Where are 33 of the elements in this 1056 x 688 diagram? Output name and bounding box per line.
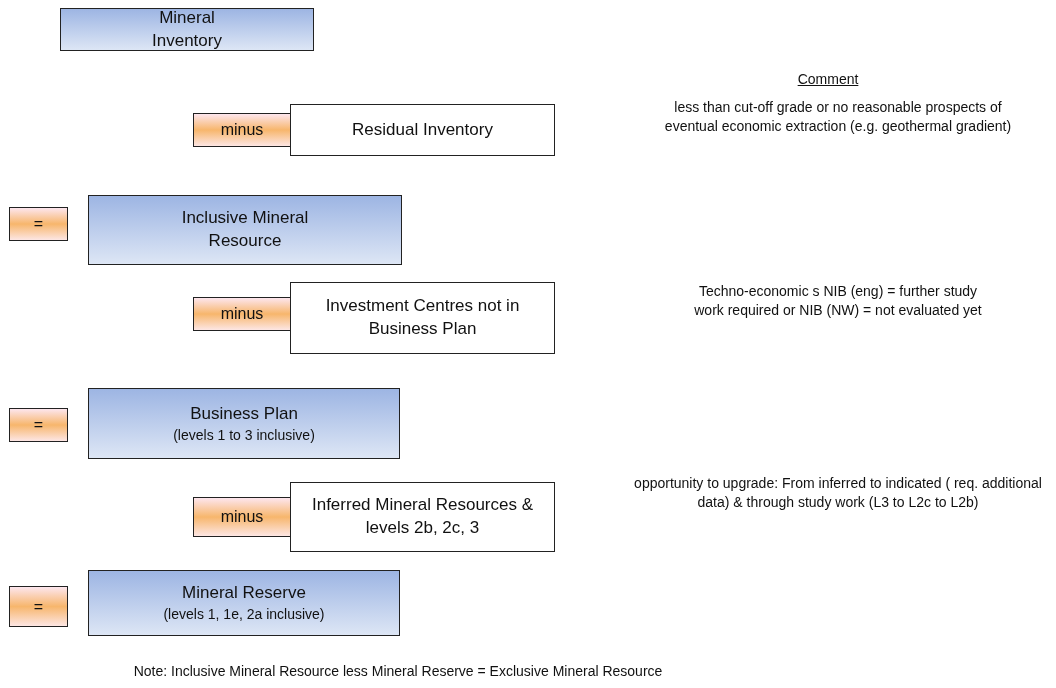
operator-box <box>193 497 291 537</box>
box-text: Investment Centres not in Business Plan <box>324 295 521 340</box>
box-text: Inclusive Mineral Resource <box>180 207 310 252</box>
process-box <box>88 570 400 636</box>
comment-text: less than cut-off grade or no reasonable prospects of eventual economic extraction (e.g. geothermal gradient) <box>663 98 1013 136</box>
operator-box <box>193 297 291 331</box>
comment-text: Techno-economic s NIB (eng) = further study work required or NIB (NW) = not evaluated yet <box>693 282 983 320</box>
box-subtext: (levels 1 to 3 inclusive) <box>173 425 315 445</box>
process-box <box>60 8 314 51</box>
process-box <box>290 282 555 354</box>
operator-box <box>193 113 291 147</box>
box-text: = <box>33 215 44 233</box>
box-text: Mineral Reserve <box>182 582 306 605</box>
process-box <box>88 195 402 265</box>
box-text: Business Plan <box>190 402 298 425</box>
box-text: Mineral Inventory <box>151 6 223 52</box>
comment-text: opportunity to upgrade: From inferred to indicated ( req. additional data) & through study work (L3 to L2c to L2b) <box>633 474 1043 512</box>
box-text: = <box>33 597 44 616</box>
note-text: Note: Inclusive Mineral Resource less Mineral Reserve = Exclusive Mineral Resource <box>132 662 664 681</box>
operator-box <box>9 207 68 241</box>
box-text: Residual Inventory <box>352 118 493 141</box>
process-box <box>290 104 555 156</box>
operator-box <box>9 408 68 442</box>
box-subtext: (levels 1, 1e, 2a inclusive) <box>163 605 325 624</box>
box-text: minus <box>220 121 264 139</box>
box-text: Inferred Mineral Resources & levels 2b, 2c, 3 <box>310 494 535 539</box>
box-text: minus <box>220 508 264 526</box>
process-box <box>290 482 555 552</box>
box-text: = <box>33 416 44 434</box>
process-box <box>88 388 400 459</box>
box-text: minus <box>220 305 264 323</box>
column-heading: Comment <box>796 70 860 89</box>
operator-box <box>9 586 68 627</box>
